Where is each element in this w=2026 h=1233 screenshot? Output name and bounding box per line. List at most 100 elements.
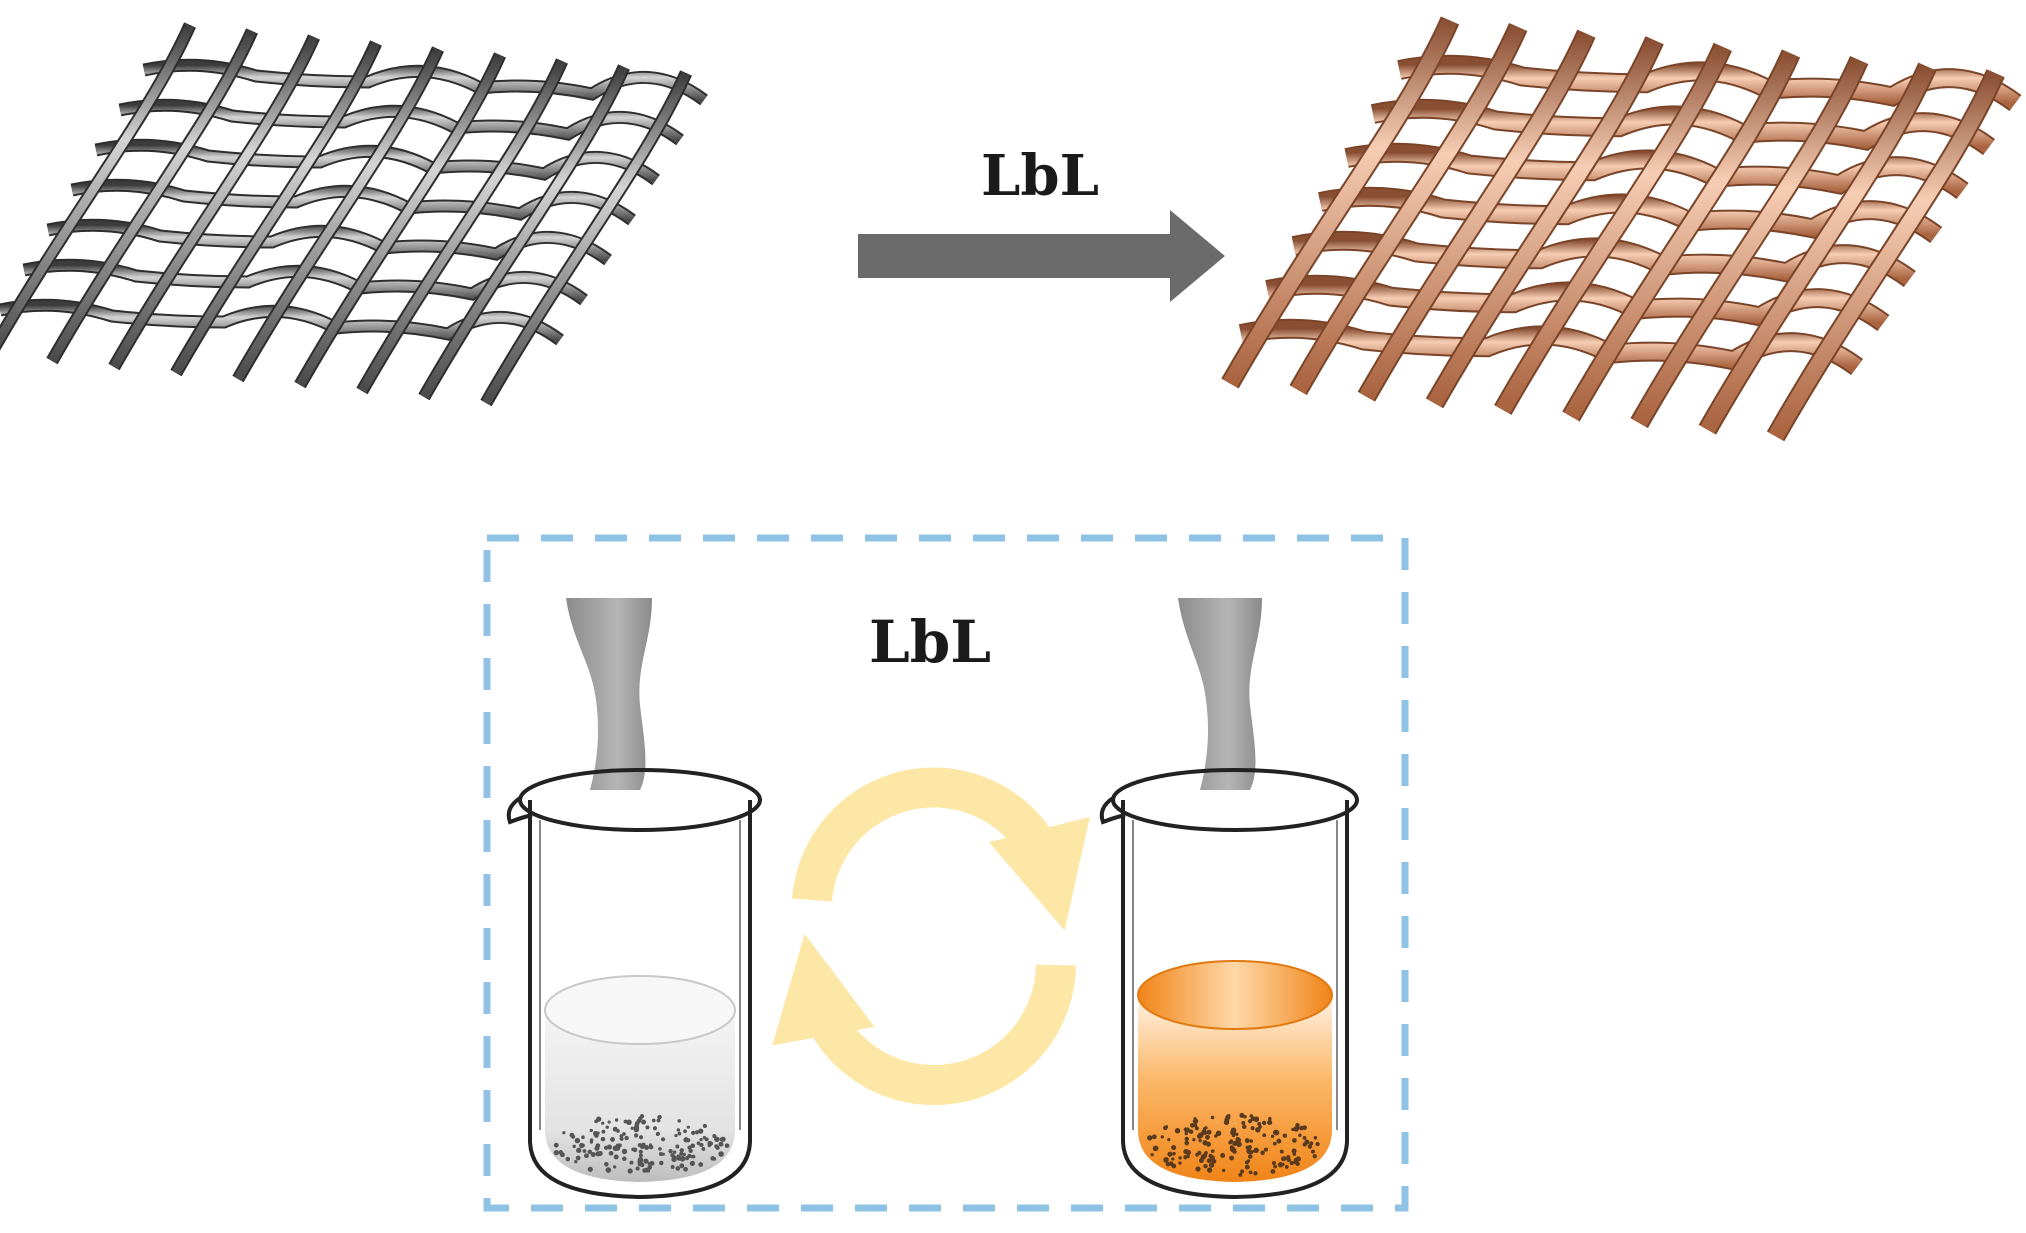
coated-fabric-mesh bbox=[1221, 16, 2022, 442]
warp-fiber bbox=[482, 71, 691, 406]
arrow-head bbox=[1170, 210, 1225, 302]
particles-right bbox=[1147, 1112, 1320, 1177]
particle bbox=[683, 1137, 689, 1143]
cycle-arrow-bottom bbox=[772, 933, 1076, 1106]
particle bbox=[1214, 1134, 1218, 1138]
particle bbox=[565, 1156, 571, 1162]
particle bbox=[679, 1163, 685, 1169]
particle bbox=[1147, 1135, 1153, 1141]
particle bbox=[647, 1161, 651, 1166]
particle bbox=[614, 1118, 619, 1122]
particle bbox=[1184, 1140, 1190, 1146]
particle bbox=[677, 1119, 682, 1123]
arrow-shaft bbox=[858, 234, 1176, 278]
particle bbox=[715, 1145, 720, 1150]
particle bbox=[1183, 1155, 1188, 1160]
particle bbox=[1229, 1155, 1235, 1161]
particle bbox=[637, 1143, 643, 1148]
particle bbox=[1302, 1136, 1307, 1140]
particle bbox=[553, 1142, 559, 1148]
particle bbox=[1241, 1120, 1246, 1125]
particle bbox=[641, 1142, 646, 1147]
particle bbox=[1203, 1163, 1208, 1169]
particle bbox=[638, 1135, 644, 1140]
particle bbox=[1206, 1129, 1212, 1135]
warp-fiber bbox=[1495, 43, 1731, 414]
particle bbox=[687, 1145, 692, 1150]
particle bbox=[1282, 1133, 1288, 1138]
particle bbox=[614, 1145, 621, 1151]
particle bbox=[652, 1126, 658, 1131]
particle bbox=[1268, 1116, 1272, 1121]
warp-fiber bbox=[1223, 17, 1458, 388]
particle bbox=[562, 1131, 566, 1135]
particle bbox=[642, 1168, 648, 1173]
particle bbox=[1257, 1121, 1262, 1126]
particle bbox=[712, 1156, 717, 1161]
particle bbox=[1253, 1116, 1260, 1123]
particle bbox=[719, 1137, 724, 1142]
solution-surface-left bbox=[544, 975, 736, 1045]
particle bbox=[707, 1143, 711, 1148]
particle bbox=[605, 1167, 612, 1173]
particle bbox=[644, 1145, 650, 1151]
particle bbox=[677, 1131, 682, 1136]
particle bbox=[1188, 1129, 1194, 1134]
particle bbox=[699, 1142, 704, 1148]
beaker-glass-right bbox=[1121, 800, 1349, 1200]
particle bbox=[1192, 1118, 1199, 1124]
particle bbox=[1244, 1164, 1250, 1170]
particle bbox=[1239, 1112, 1245, 1118]
particle bbox=[637, 1159, 643, 1165]
particle bbox=[624, 1135, 629, 1141]
particle bbox=[1163, 1157, 1169, 1163]
particle bbox=[1309, 1141, 1314, 1146]
particle bbox=[1196, 1133, 1203, 1139]
particle bbox=[1185, 1149, 1191, 1156]
particle bbox=[1204, 1126, 1208, 1130]
warp-fiber bbox=[1768, 70, 2003, 441]
particle bbox=[1195, 1166, 1201, 1172]
particle bbox=[682, 1152, 686, 1157]
particle bbox=[683, 1129, 687, 1134]
particle bbox=[1171, 1144, 1177, 1151]
particle bbox=[679, 1148, 684, 1153]
particle bbox=[1291, 1148, 1297, 1154]
particle bbox=[1165, 1161, 1171, 1167]
particle bbox=[572, 1144, 576, 1149]
particle bbox=[633, 1133, 639, 1138]
particle bbox=[1273, 1164, 1278, 1169]
particle bbox=[648, 1143, 653, 1147]
particle bbox=[1260, 1150, 1265, 1156]
particle bbox=[1249, 1150, 1254, 1155]
particle bbox=[1235, 1132, 1239, 1136]
particle bbox=[1302, 1125, 1307, 1130]
particle bbox=[1281, 1156, 1287, 1162]
particle bbox=[594, 1133, 599, 1138]
particle bbox=[608, 1150, 614, 1156]
particle bbox=[569, 1132, 575, 1138]
solution-surface-right bbox=[1137, 960, 1333, 1030]
particle bbox=[575, 1155, 581, 1161]
lbl-dashed-box bbox=[483, 534, 1409, 1212]
particle bbox=[1270, 1134, 1275, 1139]
particle bbox=[638, 1149, 643, 1154]
particle bbox=[1247, 1119, 1253, 1124]
particle bbox=[1247, 1145, 1252, 1150]
particle bbox=[638, 1153, 643, 1158]
particle bbox=[600, 1136, 606, 1142]
particle bbox=[1167, 1138, 1171, 1142]
particle bbox=[675, 1144, 680, 1149]
particle bbox=[1221, 1168, 1226, 1173]
particle bbox=[621, 1148, 628, 1155]
particle bbox=[647, 1164, 652, 1170]
particle bbox=[1151, 1134, 1157, 1140]
particle bbox=[668, 1148, 673, 1154]
warp-fiber bbox=[48, 29, 257, 364]
particle bbox=[672, 1150, 677, 1154]
warp-fiber bbox=[172, 41, 381, 376]
cycle-arrows bbox=[772, 767, 1090, 1106]
particle bbox=[691, 1130, 696, 1135]
particle bbox=[1229, 1145, 1234, 1150]
